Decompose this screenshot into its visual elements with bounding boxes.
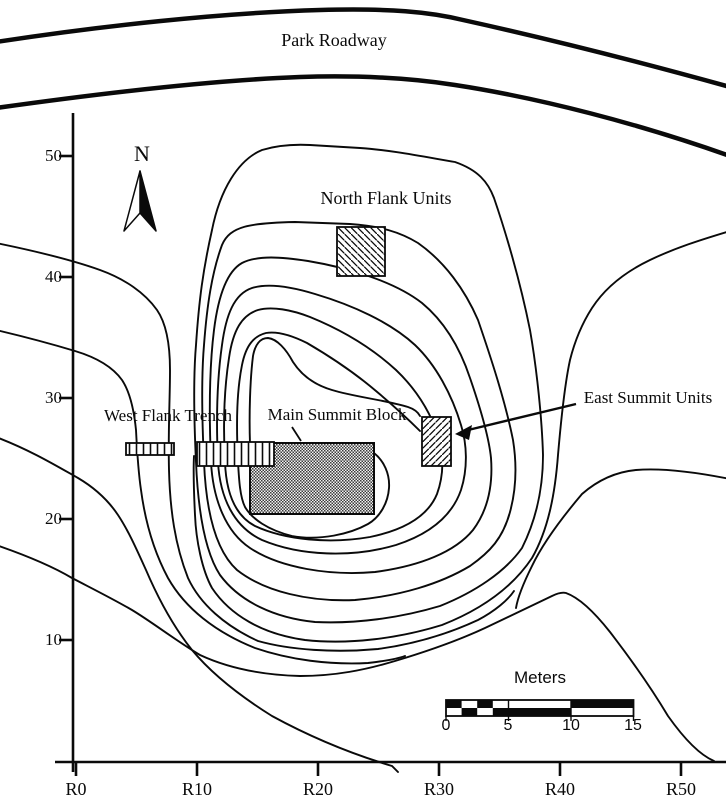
contour-line <box>0 437 399 773</box>
park-roadway-label: Park Roadway <box>281 30 387 50</box>
west-flank-trench-small <box>125 442 175 456</box>
east-summit-arrow <box>455 402 577 440</box>
main-summit-block-label: Main Summit Block <box>267 405 407 424</box>
contour-line <box>248 337 421 445</box>
west-flank-trench-label: West Flank Trench <box>103 406 233 425</box>
east-summit-units-area <box>421 416 452 467</box>
west-flank-trench-large <box>196 441 275 467</box>
x-axis-label-r30: R30 <box>423 779 454 799</box>
contour-line <box>0 545 715 762</box>
park-roadway-lines <box>0 7 726 157</box>
x-axis-label-r50: R50 <box>665 779 696 799</box>
contour-line <box>193 143 544 624</box>
scale-bar-title: Meters <box>514 668 566 687</box>
main-summit-leader-line <box>291 426 302 442</box>
contour-line <box>208 256 493 574</box>
scale-tick-15: 15 <box>624 717 642 734</box>
scale-tick-10: 10 <box>562 717 580 734</box>
x-axis-label-r20: R20 <box>302 779 333 799</box>
y-axis-label-20: 20 <box>45 509 62 528</box>
scale-tick-5: 5 <box>503 717 513 734</box>
north-flank-units-label: North Flank Units <box>320 188 452 208</box>
y-axis-label-50: 50 <box>45 146 62 165</box>
contour-line <box>223 307 444 542</box>
north-letter: N <box>134 141 150 166</box>
contour-line <box>192 231 726 643</box>
y-axis-label-40: 40 <box>45 267 62 286</box>
x-axis-label-r0: R0 <box>65 779 87 799</box>
contour-lines <box>0 143 726 773</box>
contour-line <box>0 329 406 665</box>
east-summit-units-label: East Summit Units <box>583 388 713 407</box>
scale-tick-0: 0 <box>441 717 451 734</box>
contour-line <box>0 242 515 652</box>
x-axis-label-r40: R40 <box>544 779 575 799</box>
axes <box>55 113 726 776</box>
contour-line <box>216 284 467 555</box>
contour-line <box>515 468 726 609</box>
scale-bar <box>445 699 635 721</box>
y-axis-label-30: 30 <box>45 388 62 407</box>
north-flank-units-area <box>336 226 386 277</box>
contour-line <box>201 221 517 602</box>
x-axis-label-r10: R10 <box>181 779 212 799</box>
north-arrow-icon <box>123 170 157 232</box>
y-axis-label-10: 10 <box>45 630 62 649</box>
